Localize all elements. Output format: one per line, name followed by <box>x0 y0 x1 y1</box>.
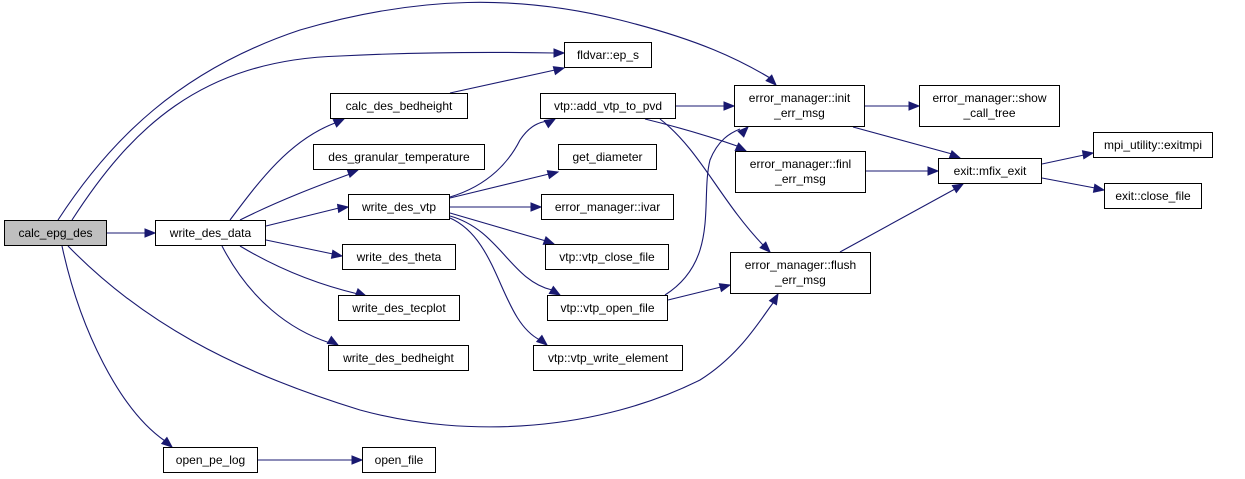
edge-write_des_vtp-to-vtp_vtp_close_file <box>449 212 547 242</box>
edge-calc_epg_des-to-error_manager_flush_err_msg <box>67 245 774 428</box>
arrowhead-icon <box>951 183 965 194</box>
arrowhead-icon <box>1081 150 1095 160</box>
node-write-des-tecplot[interactable]: write_des_tecplot <box>338 295 460 321</box>
node-calc-des-bedheight[interactable]: calc_des_bedheight <box>330 93 468 119</box>
edge-write_des_data-to-des_granular_temperature <box>239 173 351 221</box>
arrowhead-icon <box>530 202 543 212</box>
arrowhead-icon <box>734 142 748 152</box>
arrowhead-icon <box>737 126 749 138</box>
arrowhead-icon <box>332 118 346 128</box>
arrowhead-icon <box>1092 183 1106 193</box>
arrowhead-icon <box>543 118 557 129</box>
node-open-pe-log[interactable]: open_pe_log <box>163 447 258 473</box>
node-vtp-vtp-write-element[interactable]: vtp::vtp_write_element <box>533 345 683 371</box>
arrowhead-icon <box>330 249 344 259</box>
node-des-granular-temperature[interactable]: des_granular_temperature <box>313 144 485 170</box>
edge-write_des_vtp-to-get_diameter <box>449 173 550 199</box>
edge-exit_mfix_exit-to-mpi_utility_exitmpi <box>1041 154 1085 165</box>
node-write-des-bedheight[interactable]: write_des_bedheight <box>328 345 469 371</box>
edge-vtp_add_vtp_to_pvd-to-error_manager_flush_err_msg <box>659 118 764 246</box>
node-error-manager-finl-err-msg[interactable]: error_manager::finl _err_msg <box>735 151 866 193</box>
edge-write_des_data-to-write_des_bedheight <box>221 245 331 344</box>
edge-calc_des_bedheight-to-fldvar_ep_s <box>449 69 556 94</box>
node-vtp-add-vtp-to-pvd[interactable]: vtp::add_vtp_to_pvd <box>540 93 676 119</box>
arrowhead-icon <box>144 228 157 238</box>
edge-calc_epg_des-to-error_manager_init_err_msg <box>57 1 771 221</box>
node-fldvar-ep-s[interactable]: fldvar::ep_s <box>564 42 652 68</box>
node-error-manager-init-err-msg[interactable]: error_manager::init _err_msg <box>734 85 865 127</box>
edge-write_des_vtp-to-vtp_vtp_write_element <box>449 217 541 341</box>
arrowhead-icon <box>927 166 940 176</box>
node-error-manager-show-call-tree[interactable]: error_manager::show _call_tree <box>919 85 1060 127</box>
edge-write_des_vtp-to-vtp_add_vtp_to_pvd <box>449 120 549 198</box>
node-mpi-utility-exitmpi[interactable]: mpi_utility::exitmpi <box>1093 132 1213 158</box>
node-open-file[interactable]: open_file <box>362 447 436 473</box>
node-exit-close-file[interactable]: exit::close_file <box>1104 183 1202 209</box>
arrowhead-icon <box>723 101 736 111</box>
arrowhead-icon <box>552 66 566 76</box>
node-write-des-theta[interactable]: write_des_theta <box>342 244 456 270</box>
node-write-des-data[interactable]: write_des_data <box>155 220 266 246</box>
node-vtp-vtp-open-file[interactable]: vtp::vtp_open_file <box>547 295 668 321</box>
edge-calc_epg_des-to-open_pe_log <box>61 245 166 442</box>
node-vtp-vtp-close-file[interactable]: vtp::vtp_close_file <box>545 244 669 270</box>
node-write-des-vtp[interactable]: write_des_vtp <box>348 194 450 220</box>
edge-calc_epg_des-to-fldvar_ep_s <box>71 51 556 221</box>
arrowhead-icon <box>718 283 732 293</box>
edge-vtp_add_vtp_to_pvd-to-error_manager_finl_err_msg <box>644 118 741 148</box>
node-get-diameter[interactable]: get_diameter <box>558 144 657 170</box>
arrowhead-icon <box>535 334 549 346</box>
arrowhead-icon <box>908 101 921 111</box>
edge-exit_mfix_exit-to-exit_close_file <box>1041 177 1096 189</box>
arrowhead-icon <box>548 285 562 296</box>
arrowhead-icon <box>326 335 340 346</box>
edge-error_manager_init_err_msg-to-exit_mfix_exit <box>852 126 953 155</box>
node-error-manager-flush-err-msg[interactable]: error_manager::flush _err_msg <box>730 252 871 294</box>
arrowhead-icon <box>768 292 779 306</box>
edge-error_manager_flush_err_msg-to-exit_mfix_exit <box>839 188 956 253</box>
node-calc-epg-des: calc_epg_des <box>4 220 107 246</box>
edge-vtp_vtp_open_file-to-error_manager_init_err_msg <box>664 128 741 296</box>
arrowhead-icon <box>336 203 350 214</box>
edge-write_des_data-to-write_des_tecplot <box>239 245 359 295</box>
arrowhead-icon <box>546 170 560 180</box>
edge-vtp_vtp_open_file-to-error_manager_flush_err_msg <box>667 286 722 301</box>
arrowhead-icon <box>759 241 771 253</box>
edge-write_des_data-to-write_des_theta <box>265 239 334 255</box>
arrowhead-icon <box>553 48 566 58</box>
node-exit-mfix-exit[interactable]: exit::mfix_exit <box>938 158 1042 184</box>
arrowhead-icon <box>160 436 174 448</box>
arrowhead-icon <box>765 74 777 86</box>
arrowhead-icon <box>351 455 364 465</box>
edge-write_des_vtp-to-vtp_vtp_open_file <box>449 215 553 291</box>
edge-write_des_data-to-calc_des_bedheight <box>229 122 336 221</box>
node-error-manager-ivar[interactable]: error_manager::ivar <box>541 194 674 220</box>
edge-write_des_data-to-write_des_vtp <box>265 207 340 227</box>
